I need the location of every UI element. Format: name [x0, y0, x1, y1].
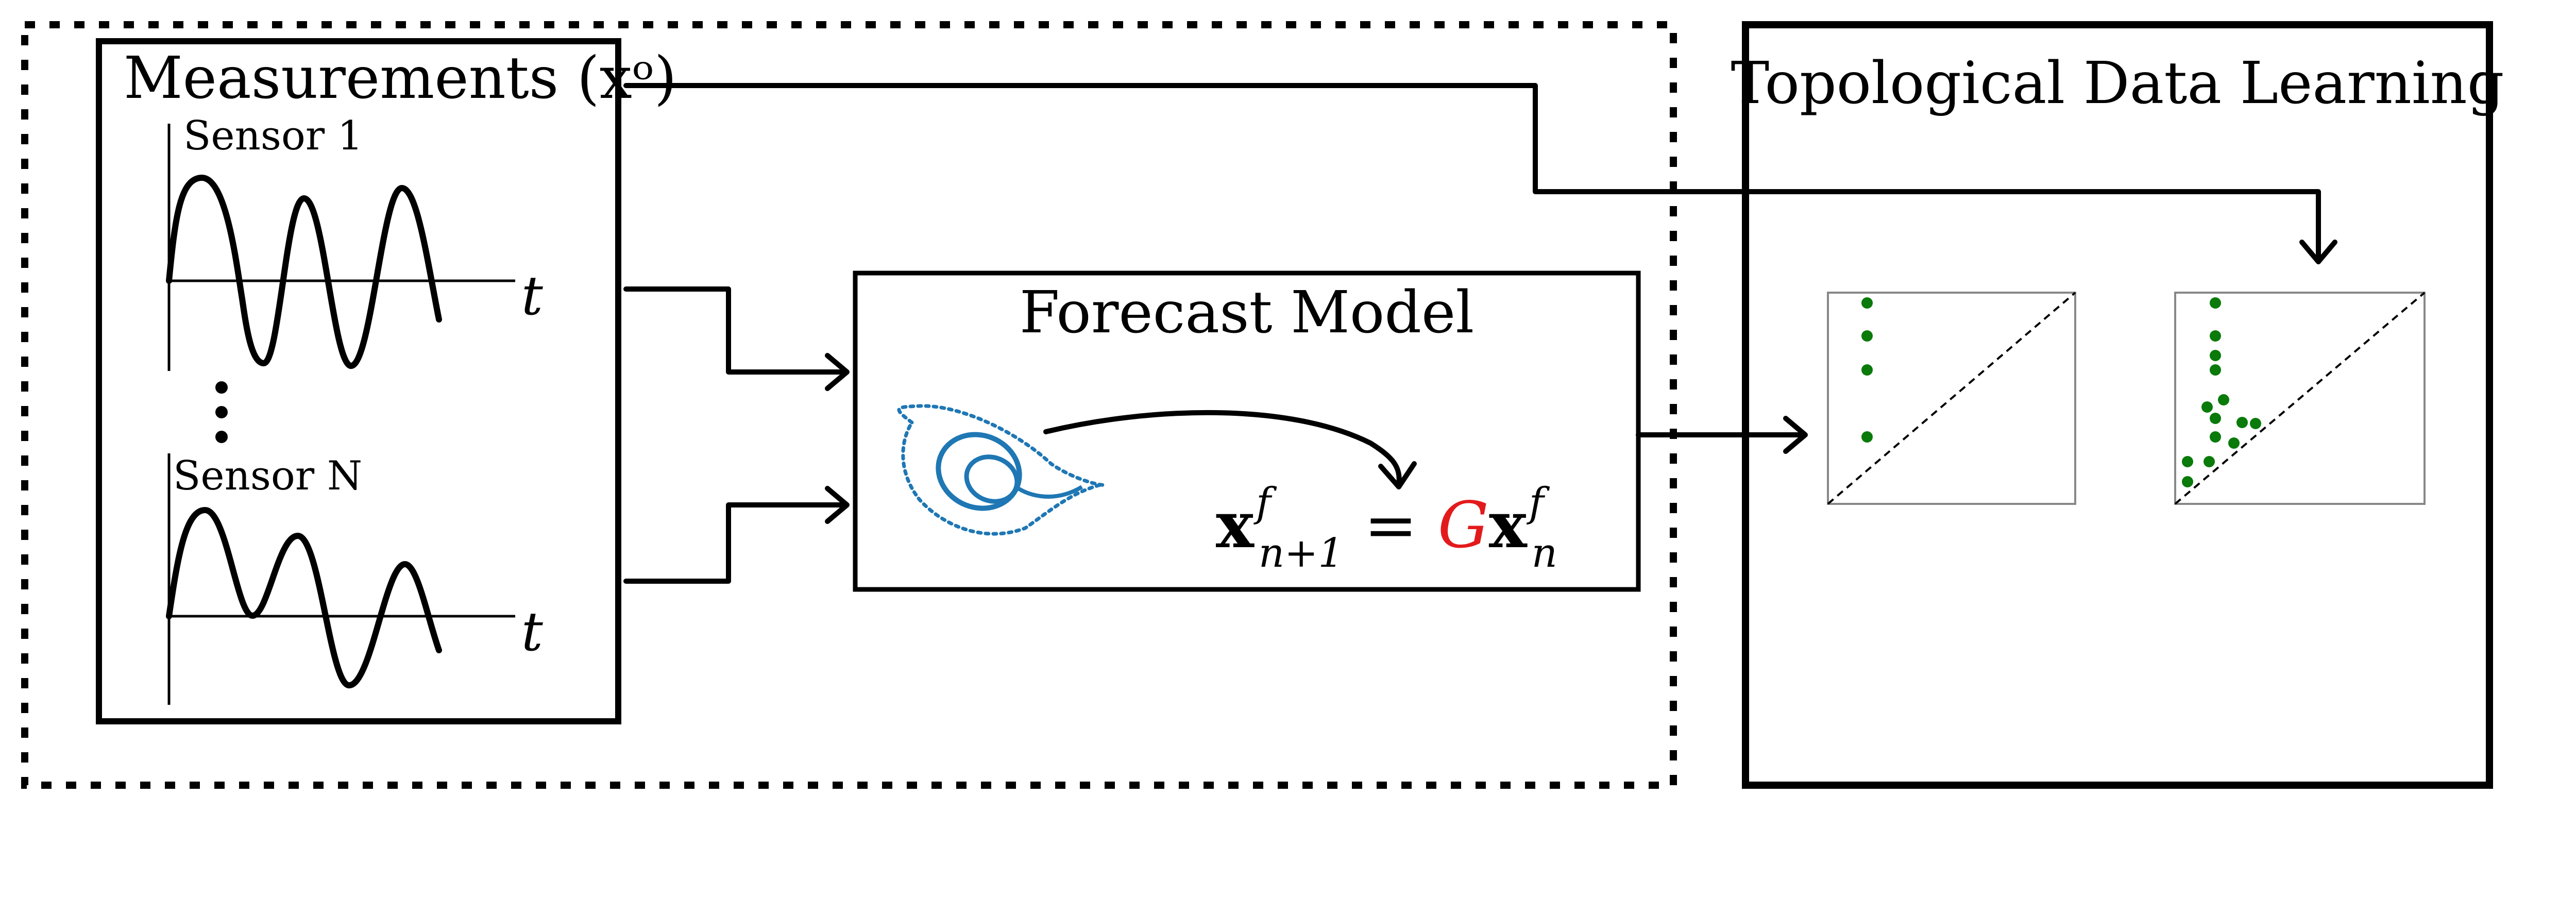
pd2-point [2201, 401, 2213, 413]
sensor-1-to-forecast-arrow [623, 286, 846, 375]
forecast-to-tda-arrowhead [1783, 416, 1808, 454]
pd1-point [1861, 297, 1873, 309]
persistence-diagram-1 [1827, 292, 2076, 505]
sensor-1-to-forecast-arrowhead [825, 353, 850, 391]
pd2-point [2210, 431, 2221, 443]
eq-equals: = [1344, 488, 1438, 563]
pd2-point [2236, 417, 2248, 428]
persistence-diagram-2 [2174, 292, 2426, 505]
sensor-ellipsis [215, 381, 228, 443]
topological-data-learning-box: Topological Data Learning [1731, 21, 2504, 789]
measurements-to-tda-arrow [623, 83, 2321, 263]
pd1-point [1861, 364, 1873, 376]
pd1-point [1861, 431, 1873, 443]
dotted-group-border [21, 21, 1677, 789]
pd2-point [2182, 456, 2193, 467]
pd2-point [2228, 437, 2240, 449]
sensor-1-plot: Sensor 1 t [166, 113, 543, 371]
tda-title: Topological Data Learning [1731, 50, 2504, 117]
forecast-model-title: Forecast Model [1020, 279, 1474, 346]
pd2-point [2210, 350, 2221, 361]
sensor-n-to-forecast-arrowhead [825, 486, 850, 524]
eq-operator-G: G [1438, 488, 1489, 563]
diagonal-line-2 [2174, 292, 2426, 505]
eq-sub-left: n+1 [1259, 530, 1344, 577]
sensor-1-time-label: t [521, 264, 543, 327]
pd2-point [2210, 297, 2221, 309]
pd2-point [2210, 413, 2221, 424]
measurements-box: Measurements (xᵒ) Sensor 1 t Sensor N t [96, 38, 677, 724]
connector-arrows [623, 83, 2337, 584]
attractor-icon [897, 404, 1105, 536]
pd2-point [2204, 456, 2215, 467]
sensor-n-plot: Sensor N t [166, 453, 543, 705]
pd2-point [2250, 418, 2261, 429]
forecast-curved-arrow [1043, 410, 1402, 487]
forecast-curved-arrowhead [1378, 461, 1417, 489]
measurements-title: Measurements (xᵒ) [124, 45, 677, 112]
sensor-1-signal [166, 175, 442, 369]
persistence-points-2 [2182, 297, 2261, 487]
pd2-point [2210, 330, 2221, 342]
sensor-n-time-label: t [521, 600, 543, 663]
sensor-1-label: Sensor 1 [183, 113, 363, 159]
diagonal-line-1 [1827, 292, 2076, 505]
sensor-n-label: Sensor N [173, 453, 362, 499]
persistence-points-1 [1861, 297, 1873, 443]
eq-sub-right: n [1532, 530, 1557, 577]
sensor-n-to-forecast-arrow [623, 502, 846, 584]
pd2-point [2182, 476, 2193, 487]
measurements-to-tda-arrowhead [2299, 240, 2337, 264]
pd1-point [1861, 330, 1873, 342]
pd2-point [2210, 364, 2221, 376]
eq-x-left: x [1216, 488, 1255, 563]
sensor-n-signal [166, 507, 442, 688]
eq-x-right: x [1489, 488, 1528, 563]
pd2-point [2218, 394, 2229, 405]
